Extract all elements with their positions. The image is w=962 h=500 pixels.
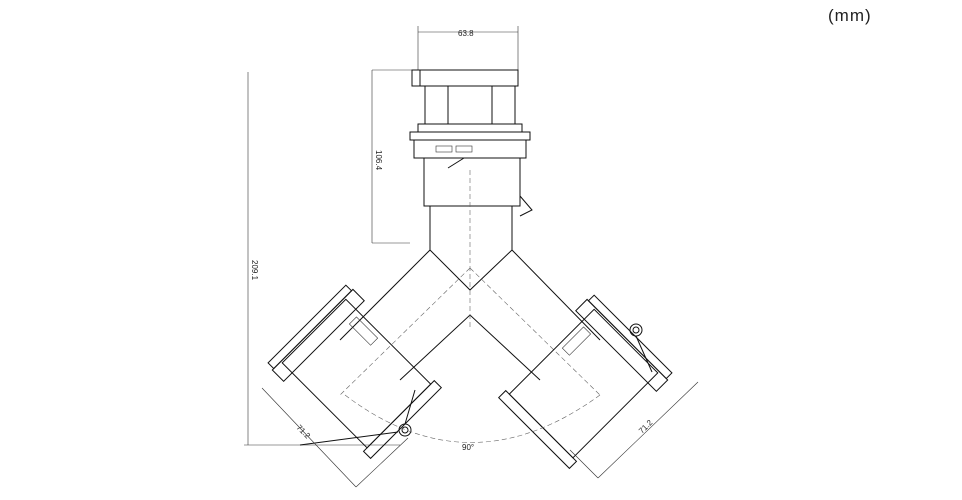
top-width-label: 63.8 bbox=[458, 29, 474, 38]
right-socket bbox=[497, 294, 673, 470]
left-branch-dimension: 71.2 bbox=[261, 387, 409, 488]
total-height-label: 209.1 bbox=[250, 260, 259, 281]
angle-label: 90° bbox=[462, 443, 474, 452]
top-width-dimension: 63.8 bbox=[417, 26, 519, 70]
total-height-dimension: 209.1 bbox=[244, 72, 400, 446]
right-branch-label: 71.2 bbox=[637, 418, 655, 436]
right-hinge-icon bbox=[629, 323, 643, 337]
plug-body bbox=[339, 69, 601, 396]
upper-height-label: 106.4 bbox=[374, 150, 383, 171]
units-label: (mm) bbox=[828, 6, 872, 25]
angle-dimension: 90° bbox=[344, 394, 601, 452]
upper-height-dimension: 106.4 bbox=[371, 69, 420, 244]
left-hinge-icon bbox=[398, 423, 412, 437]
left-socket bbox=[267, 284, 443, 460]
